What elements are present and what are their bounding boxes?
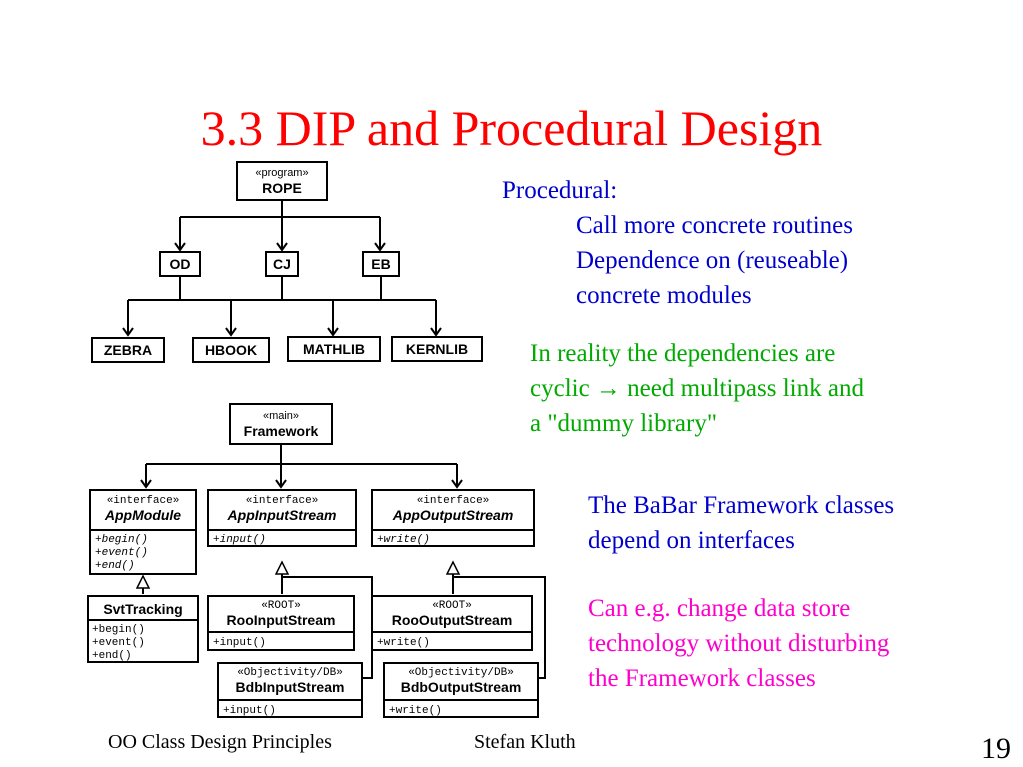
lib-zebra-box [91,337,165,363]
framework-stereotype: «main» [263,410,299,422]
svttracking-op: +end() [92,650,132,662]
appoutputstream-box [371,489,535,547]
framework-diagram: «main» Framework «interface» AppModule +… [87,403,546,718]
appoutputstream-stereotype: «interface» [417,495,490,507]
slide-title: 3.3 DIP and Procedural Design [200,100,823,156]
procedural-diagram: «program» ROPE OD CJ EB ZEBRA HBOOK MATH… [91,161,483,363]
bdbinputstream-name: BdbInputStream [236,679,345,695]
rooinputstream-name: RooInputStream [227,612,336,628]
module-od: OD [170,256,191,272]
lib-mathlib: MATHLIB [303,341,365,357]
appmodule-op: +end() [95,560,135,572]
framework-box [229,403,333,445]
lib-hbook: HBOOK [205,342,257,358]
module-eb: EB [371,256,390,272]
appmodule-stereotype: «interface» [107,495,180,507]
change-line: Can e.g. change data store [588,595,851,622]
rooinputstream-op: +input() [213,637,266,649]
change-line: technology without disturbing [588,630,890,657]
rooinputstream-box [207,595,355,651]
module-eb-box [362,251,400,277]
roooutputstream-stereotype: «ROOT» [432,600,472,612]
appmodule-op: +event() [95,547,148,559]
rope-stereotype: «program» [255,167,308,179]
appmodule-op: +begin() [95,534,148,546]
procedural-heading: Procedural: [502,177,618,204]
rope-box [236,161,328,201]
change-line: the Framework classes [588,665,816,692]
rope-name: ROPE [262,180,302,196]
roooutputstream-name: RooOutputStream [392,612,513,628]
footer-author: Stefan Kluth [474,731,576,753]
procedural-line: Call more concrete routines [576,212,853,239]
lib-kernlib-box [391,336,483,362]
module-cj-box [265,251,299,277]
rooinputstream-stereotype: «ROOT» [261,600,301,612]
roooutputstream-op: +write() [377,637,430,649]
bdbinputstream-op: +input() [223,705,276,717]
appoutputstream-name: AppOutputStream [392,507,514,523]
lib-kernlib: KERNLIB [406,341,468,357]
appmodule-name: AppModule [104,507,181,523]
bdboutputstream-op: +write() [389,705,442,717]
reality-line: In reality the dependencies are [530,340,836,367]
svttracking-box [87,595,199,663]
appmodule-box [89,489,197,575]
appoutputstream-op: +write() [377,534,430,546]
babar-line: The BaBar Framework classes [588,492,895,519]
roooutputstream-box [371,595,533,651]
reality-line: a "dummy library" [530,410,718,437]
bdbinputstream-box [217,662,363,718]
bdbinputstream-stereotype: «Objectivity/DB» [237,667,343,679]
framework-name: Framework [244,423,319,439]
page-number: 19 [981,732,1011,765]
svttracking-op: +event() [92,637,145,649]
lib-hbook-box [192,337,270,363]
footer-course: OO Class Design Principles [108,731,332,753]
procedural-line: concrete modules [576,282,752,309]
lib-zebra: ZEBRA [104,342,152,358]
module-od-box [159,251,201,277]
babar-line: depend on interfaces [588,527,795,554]
bdboutputstream-name: BdbOutputStream [401,679,522,695]
module-cj: CJ [273,256,291,272]
bdboutputstream-box [383,662,539,718]
bdboutputstream-stereotype: «Objectivity/DB» [408,667,514,679]
svttracking-op: +begin() [92,624,145,636]
lib-mathlib-box [287,336,381,362]
appinputstream-box [207,489,357,547]
procedural-line: Dependence on (reuseable) [576,247,849,274]
appinputstream-name: AppInputStream [227,507,337,523]
appinputstream-stereotype: «interface» [246,495,319,507]
reality-line: cyclic → need multipass link and [530,375,864,402]
appinputstream-op: +input() [213,534,266,546]
svttracking-name: SvtTracking [103,601,182,617]
